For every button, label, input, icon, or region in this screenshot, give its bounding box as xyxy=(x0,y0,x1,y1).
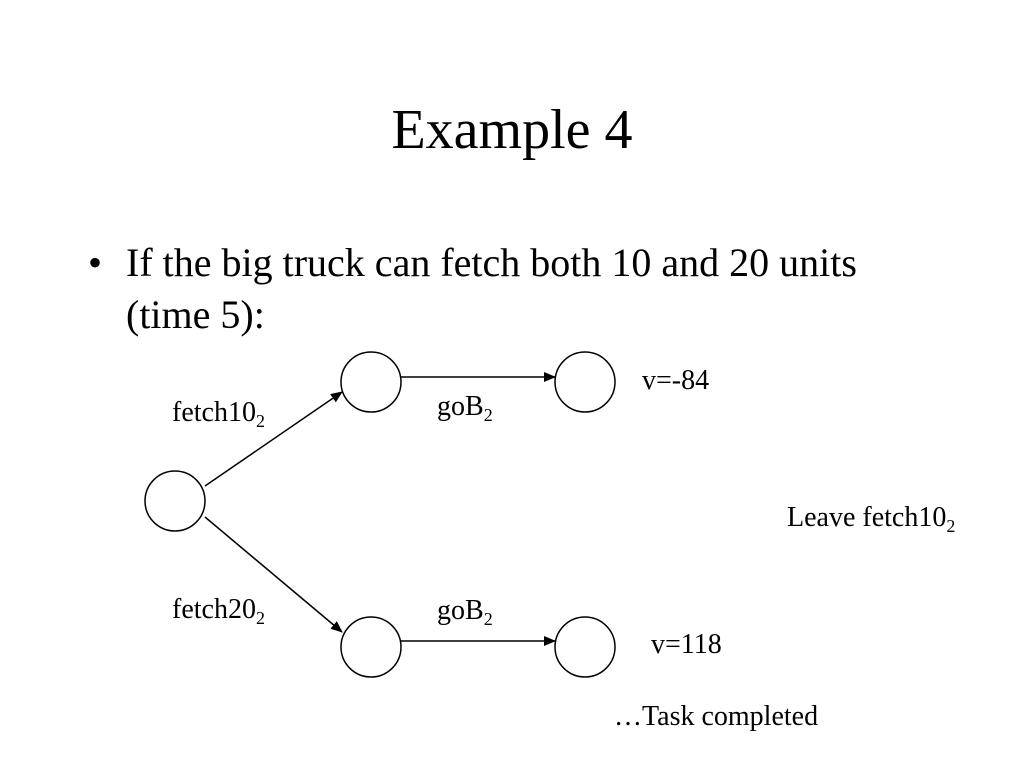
node-bottom-right xyxy=(554,616,616,678)
decision-note: Leave fetch102 xyxy=(787,502,956,536)
node-root xyxy=(144,470,206,532)
edge-label-gob-bottom: goB2 xyxy=(437,595,493,629)
value-label-top: v=-84 xyxy=(642,365,710,396)
node-top-right xyxy=(554,351,616,413)
value-label-bottom: v=118 xyxy=(651,629,722,660)
bullet-text: If the big truck can fetch both 10 and 2… xyxy=(126,240,857,337)
status-text: …Task completed xyxy=(614,701,819,732)
bullet-symbol: • xyxy=(88,240,103,285)
node-bottom-middle xyxy=(340,616,402,678)
slide-title: Example 4 xyxy=(391,99,633,161)
edge-label-fetch20: fetch202 xyxy=(172,594,265,628)
edge-root-to-bottom xyxy=(204,516,343,633)
edge-label-gob-top: goB2 xyxy=(437,391,493,425)
edge-label-fetch10: fetch102 xyxy=(172,397,265,431)
node-top-middle xyxy=(340,351,402,413)
edge-root-to-top xyxy=(204,391,343,487)
